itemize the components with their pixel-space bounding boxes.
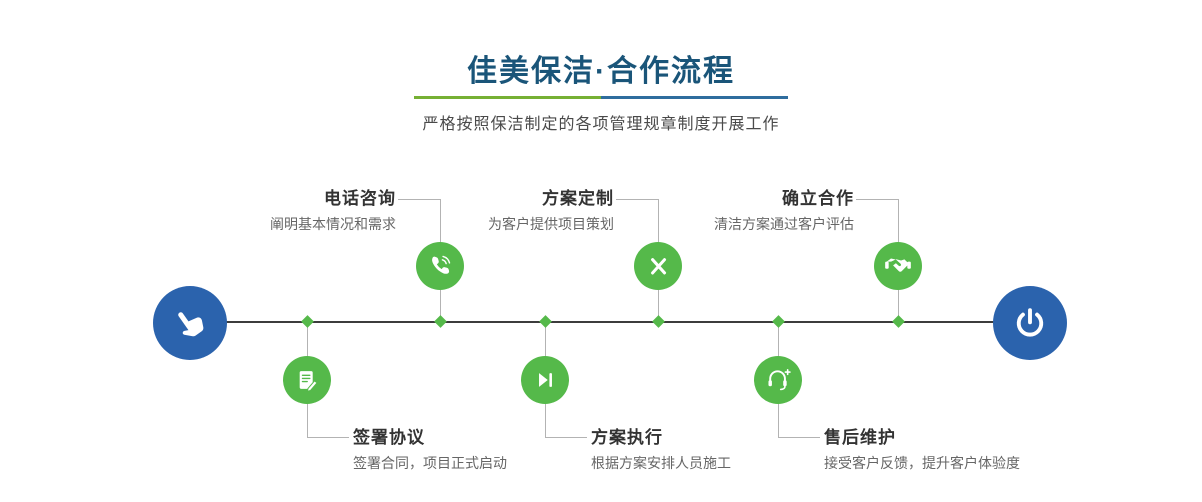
timeline-diamond <box>772 315 785 328</box>
step-label: 售后维护 接受客户反馈，提升客户体验度 <box>824 428 1124 471</box>
timeline-diamond <box>652 315 665 328</box>
step-node-phone <box>416 242 464 290</box>
step-label: 电话咨询 阐明基本情况和需求 <box>146 189 396 232</box>
step-label: 方案执行 根据方案安排人员施工 <box>591 428 891 471</box>
headset-icon <box>768 369 791 391</box>
connector-hline <box>616 199 658 200</box>
step-desc: 根据方案安排人员施工 <box>591 455 731 471</box>
step-title: 售后维护 <box>824 428 896 447</box>
handshake-icon <box>885 258 911 272</box>
step-desc: 清洁方案通过客户评估 <box>714 216 854 232</box>
page-subtitle: 严格按照保洁制定的各项管理规章制度开展工作 <box>422 116 780 133</box>
connector-hline <box>856 199 898 200</box>
step-title: 电话咨询 <box>324 189 396 208</box>
pencil-ruler-icon <box>650 257 666 275</box>
step-node-contract <box>283 356 331 404</box>
step-title: 方案定制 <box>542 189 614 208</box>
contract-icon <box>299 370 318 392</box>
step-node-support <box>754 356 802 404</box>
step-label: 签署协议 签署合同，项目正式启动 <box>353 428 653 471</box>
connector-hline <box>778 437 820 438</box>
power-icon <box>1016 308 1044 337</box>
timeline-line <box>190 321 1030 323</box>
step-desc: 为客户提供项目策划 <box>488 216 614 232</box>
timeline-diamond <box>434 315 447 328</box>
timeline-diamond <box>301 315 314 328</box>
step-title: 签署协议 <box>353 428 425 447</box>
end-node <box>993 286 1067 360</box>
connector-hline <box>398 199 440 200</box>
phone-icon <box>432 255 451 274</box>
timeline-diamond <box>539 315 552 328</box>
step-desc: 阐明基本情况和需求 <box>270 216 396 232</box>
step-node-design <box>634 242 682 290</box>
connector-hline <box>545 437 587 438</box>
step-title: 方案执行 <box>591 428 663 447</box>
title-underline <box>414 96 788 99</box>
step-label: 确立合作 清洁方案通过客户评估 <box>604 189 854 232</box>
step-node-execute <box>521 356 569 404</box>
page-title: 佳美保洁·合作流程 <box>467 55 735 88</box>
step-title: 确立合作 <box>782 189 854 208</box>
step-node-handshake <box>874 242 922 290</box>
step-label: 方案定制 为客户提供项目策划 <box>364 189 614 232</box>
step-desc: 接受客户反馈，提升客户体验度 <box>824 455 1020 471</box>
underline-blue-segment <box>601 96 788 99</box>
connector-hline <box>307 437 349 438</box>
timeline-diamond <box>892 315 905 328</box>
step-desc: 签署合同，项目正式启动 <box>353 455 507 471</box>
play-forward-icon <box>539 373 552 387</box>
start-node <box>153 286 227 360</box>
underline-green-segment <box>414 96 601 99</box>
pointer-hand-icon <box>178 312 204 337</box>
